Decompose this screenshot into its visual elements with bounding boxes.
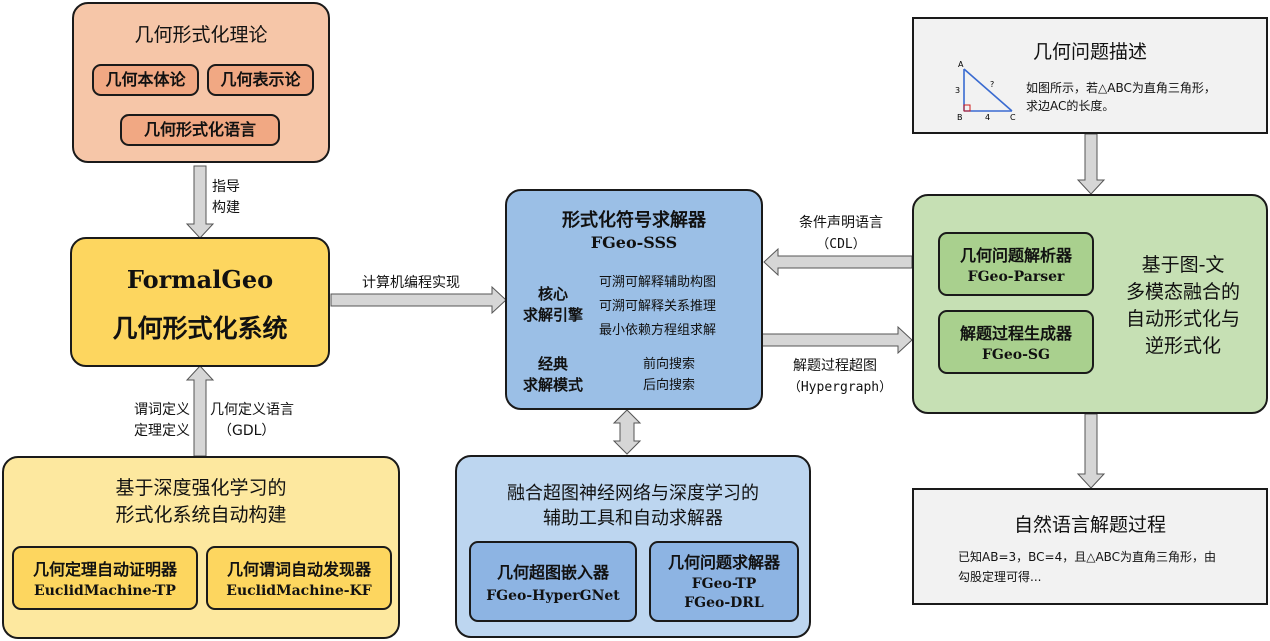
side-ac-label: ?: [990, 80, 994, 89]
multimodal-box: 几何问题解析器 FGeo-Parser 解题过程生成器 FGeo-SG 基于图-…: [912, 194, 1268, 414]
cdl-label: 条件声明语言: [799, 215, 883, 231]
fgeo-parser-tool: 几何问题解析器 FGeo-Parser: [938, 232, 1094, 296]
cdl-abbrev-label: （CDL）: [816, 237, 866, 252]
hyper-title-line2: 辅助工具和自动求解器: [543, 508, 723, 529]
solution-title: 自然语言解题过程: [1013, 514, 1166, 536]
formalgeo-name: FormalGeo: [126, 265, 274, 294]
impl-label: 计算机编程实现: [362, 275, 460, 291]
formalgeo-box: FormalGeo 几何形式化系统: [70, 237, 330, 367]
problem-text-line2: 求边AC的长度。: [1026, 99, 1115, 113]
hypergnet-tool: 几何超图嵌入器 FGeo-HyperGNet: [469, 541, 637, 622]
euclidmachine-kf-code: EuclidMachine-KF: [226, 583, 372, 599]
fgeo-parser-name: 几何问题解析器: [959, 246, 1072, 265]
gdl-label: 几何定义语言: [210, 402, 294, 418]
arrow-up-icon: [185, 365, 215, 457]
predicate-def-label: 谓词定义: [134, 402, 190, 418]
core-label-line2: 求解引擎: [522, 306, 583, 324]
classic-item-backward: 后向搜索: [643, 378, 696, 393]
arrow-right-icon: [761, 325, 913, 355]
euclidmachine-tp-code: EuclidMachine-TP: [34, 583, 176, 599]
vertex-b-label: B: [957, 113, 963, 122]
euclidmachine-kf-tool: 几何谓词自动发现器 EuclidMachine-KF: [206, 546, 392, 610]
hypergraph-abbrev-label: （Hypergraph）: [787, 380, 893, 395]
hypergnet-code: FGeo-HyperGNet: [486, 588, 620, 604]
drl-title-line1: 基于深度强化学习的: [115, 477, 287, 499]
solution-text-line2: 勾股定理可得...: [958, 570, 1042, 584]
core-item-2: 可溯可解释关系推理: [599, 299, 717, 314]
arrow-left-icon: [763, 247, 913, 277]
arrow-right-icon: [330, 285, 507, 315]
problem-title: 几何问题描述: [1032, 41, 1147, 63]
solver-code: FGeo-SSS: [590, 233, 678, 252]
right-triangle-figure: A B C 3 4 ?: [955, 60, 1016, 122]
formalgeo-subtitle: 几何形式化系统: [112, 314, 288, 343]
core-item-3: 最小依赖方程组求解: [599, 323, 717, 338]
euclidmachine-kf-name: 几何谓词自动发现器: [226, 560, 371, 579]
classic-label-line1: 经典: [537, 355, 568, 373]
multimodal-desc-line2: 多模态融合的: [1125, 281, 1240, 303]
classic-label-line2: 求解模式: [522, 376, 583, 394]
theory-item-representation: 几何表示论: [207, 64, 314, 96]
hyper-title-line1: 融合超图神经网络与深度学习的: [507, 483, 759, 504]
multimodal-desc-line3: 自动形式化与: [1125, 308, 1240, 330]
hypergnet-name: 几何超图嵌入器: [496, 563, 609, 582]
drl-title-line2: 形式化系统自动构建: [115, 504, 287, 526]
side-ab-label: 3: [955, 86, 960, 95]
solution-box: 自然语言解题过程 已知AB=3，BC=4，且△ABC为直角三角形，由 勾股定理可…: [912, 488, 1268, 605]
solution-text-line1: 已知AB=3，BC=4，且△ABC为直角三角形，由: [958, 550, 1217, 564]
problem-text-line1: 如图所示，若△ABC为直角三角形，: [1026, 81, 1216, 95]
theory-title: 几何形式化理论: [134, 24, 268, 46]
euclidmachine-tp-name: 几何定理自动证明器: [32, 560, 177, 579]
hyper-box: 融合超图神经网络与深度学习的 辅助工具和自动求解器 几何超图嵌入器 FGeo-H…: [455, 455, 811, 638]
fgeo-parser-code: FGeo-Parser: [967, 269, 1065, 285]
multimodal-desc-line1: 基于图-文: [1141, 254, 1225, 276]
solver-box: 形式化符号求解器 FGeo-SSS 核心 求解引擎 可溯可解释辅助构图 可溯可解…: [505, 189, 763, 410]
core-item-1: 可溯可解释辅助构图: [599, 275, 717, 290]
fgeo-sg-name: 解题过程生成器: [959, 324, 1072, 343]
theorem-def-label: 定理定义: [134, 423, 190, 439]
fgeo-drl-code: FGeo-DRL: [684, 595, 764, 611]
theory-item-language: 几何形式化语言: [120, 114, 280, 146]
vertex-a-label: A: [958, 60, 964, 69]
solver-title: 形式化符号求解器: [562, 210, 706, 231]
theory-box: 几何形式化理论 几何本体论 几何表示论 几何形式化语言: [72, 2, 330, 163]
arrow-down-icon: [1076, 133, 1106, 195]
problem-solver-tool: 几何问题求解器 FGeo-TP FGeo-DRL: [649, 541, 799, 622]
core-label-line1: 核心: [537, 285, 568, 303]
problem-box: 几何问题描述 A B C 3 4 ? 如图所示，若△ABC为直角三角形， 求边A…: [912, 17, 1268, 134]
guide-label-line1: 指导: [212, 179, 240, 195]
arrow-double-vertical-icon: [612, 409, 642, 455]
arrow-down-icon: [1076, 413, 1106, 489]
vertex-c-label: C: [1010, 113, 1016, 122]
theory-item-ontology: 几何本体论: [92, 64, 199, 96]
problem-solver-name: 几何问题求解器: [667, 553, 780, 572]
arrow-down-icon: [185, 165, 215, 239]
classic-item-forward: 前向搜索: [643, 357, 696, 372]
euclidmachine-tp-tool: 几何定理自动证明器 EuclidMachine-TP: [12, 546, 198, 610]
fgeo-sg-code: FGeo-SG: [981, 347, 1051, 363]
hypergraph-label: 解题过程超图: [793, 358, 877, 374]
multimodal-desc-line4: 逆形式化: [1144, 335, 1221, 357]
side-bc-label: 4: [985, 113, 990, 122]
drl-box: 基于深度强化学习的 形式化系统自动构建 几何定理自动证明器 EuclidMach…: [2, 456, 400, 639]
guide-label-line2: 构建: [212, 200, 240, 216]
fgeo-sg-tool: 解题过程生成器 FGeo-SG: [938, 310, 1094, 374]
gdl-abbrev-label: （GDL）: [218, 423, 276, 439]
fgeo-tp-code: FGeo-TP: [691, 576, 757, 592]
